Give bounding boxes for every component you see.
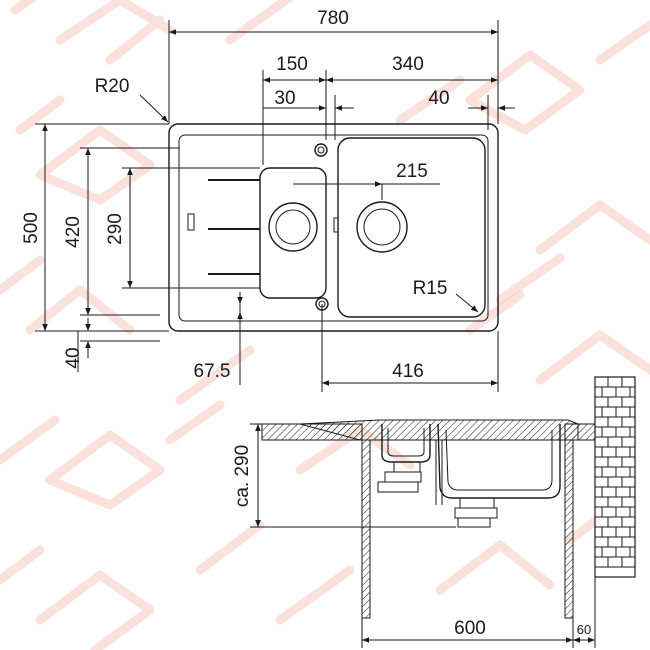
dim-780-label: 780 <box>317 8 349 29</box>
cabinet-wall-right <box>564 439 574 619</box>
dim-30-label: 30 <box>274 88 295 109</box>
dim-420-label: 420 <box>63 216 84 248</box>
trap-body <box>384 471 422 483</box>
sink-outline <box>168 123 499 332</box>
dim-416-label: 416 <box>392 361 424 382</box>
dimension-lines: 780 150 340 30 40 R20 500 420 29 <box>21 8 515 392</box>
brick-wall <box>594 376 636 578</box>
main-bowl-drain <box>356 201 408 253</box>
small-bowl-drain-inner <box>275 209 311 245</box>
tap-hole-top <box>314 143 328 157</box>
dim-67-5-label: 67.5 <box>194 361 231 382</box>
main-bowl-section <box>437 423 561 499</box>
section-view <box>261 376 636 619</box>
dim-ca290-label: ca. 290 <box>232 445 253 507</box>
overflow-slot <box>187 213 195 231</box>
dim-60-label: 60 <box>577 622 591 637</box>
main-bowl-drain-inner <box>363 208 401 246</box>
tap-hole-top-inner <box>317 146 325 154</box>
dim-500-label: 500 <box>21 212 42 244</box>
main-trap-body <box>454 507 498 519</box>
overflow-slot-bowl <box>333 217 339 233</box>
dim-290-label: 290 <box>105 213 126 245</box>
cabinet-wall-left <box>361 439 371 619</box>
top-view <box>168 123 499 332</box>
main-trap-lower <box>457 517 491 528</box>
r20-label: R20 <box>95 76 130 97</box>
trap-lower <box>377 481 419 493</box>
dim-600-label: 600 <box>454 618 486 639</box>
small-bowl-inner-section <box>387 428 425 457</box>
r15-label: R15 <box>413 278 448 299</box>
dim-340-label: 340 <box>392 54 424 75</box>
main-bowl-drain-fitting <box>459 497 495 509</box>
section-dimensions: ca. 290 600 60 <box>232 423 596 648</box>
small-bowl <box>259 167 327 299</box>
sink-rim-section <box>299 419 579 441</box>
dim-150-label: 150 <box>276 54 308 75</box>
r15-leader <box>455 293 479 313</box>
dim-215-label: 215 <box>396 161 428 182</box>
dim-40-label: 40 <box>428 88 449 109</box>
sink-inner-rim <box>178 134 489 322</box>
dim-40b-label: 40 <box>63 347 84 368</box>
overflow-pipe <box>435 440 443 505</box>
small-bowl-drain <box>268 202 318 252</box>
main-bowl-inner-section <box>445 429 553 491</box>
r20-leader <box>139 94 169 123</box>
